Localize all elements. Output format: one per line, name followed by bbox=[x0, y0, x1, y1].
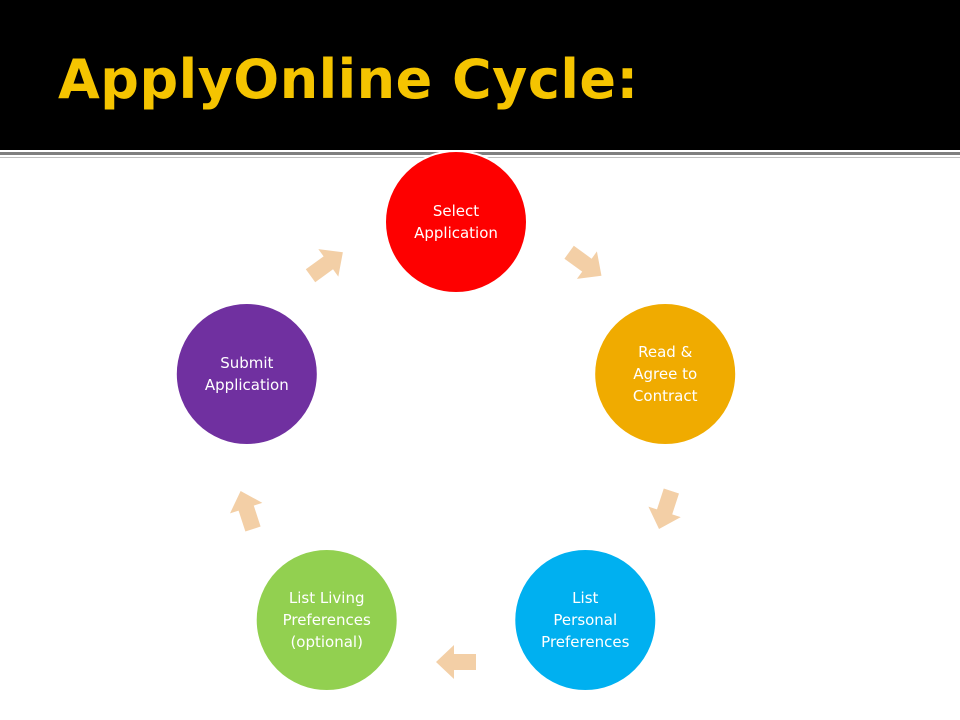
cycle-arrow bbox=[230, 490, 263, 532]
cycle-node-label: Agree to bbox=[633, 365, 697, 383]
cycle-node-label: Select bbox=[433, 202, 479, 220]
cycle-node-label: Preferences bbox=[283, 611, 371, 629]
cycle-node-label: (optional) bbox=[290, 633, 363, 651]
cycle-node-circle bbox=[384, 150, 528, 294]
cycle-node-label: Preferences bbox=[541, 633, 629, 651]
cycle-arrows bbox=[230, 245, 681, 679]
cycle-node-label: Read & bbox=[638, 343, 692, 361]
cycle-node-circle bbox=[254, 548, 399, 692]
cycle-node-label: Contract bbox=[633, 387, 698, 405]
cycle-arrow bbox=[436, 645, 476, 679]
cycle-node-circle bbox=[513, 548, 658, 692]
cycle-node-circle bbox=[174, 302, 319, 446]
cycle-node-label: List Living bbox=[289, 589, 365, 607]
cycle-node-label: Submit bbox=[220, 354, 273, 372]
cycle-node-label: Application bbox=[205, 376, 289, 394]
cycle-node-label: Application bbox=[414, 224, 498, 242]
title-bar: ApplyOnline Cycle: bbox=[0, 0, 960, 150]
title-rule bbox=[0, 152, 960, 155]
cycle-arrow bbox=[564, 245, 602, 279]
slide-title: ApplyOnline Cycle: bbox=[58, 48, 639, 111]
cycle-node-circle bbox=[593, 302, 738, 446]
cycle-node-label: List bbox=[572, 589, 598, 607]
cycle-node-read-agree-contract: Read & Agree to Contract bbox=[593, 302, 738, 446]
cycle-arrow bbox=[648, 488, 681, 530]
cycle-node-label: Personal bbox=[553, 611, 617, 629]
cycle-arrow bbox=[305, 249, 343, 283]
